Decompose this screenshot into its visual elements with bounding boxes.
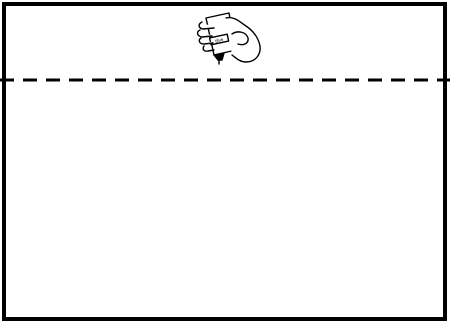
diagram-svg: glue bbox=[0, 0, 450, 324]
diagram-canvas: glue bbox=[0, 0, 450, 324]
